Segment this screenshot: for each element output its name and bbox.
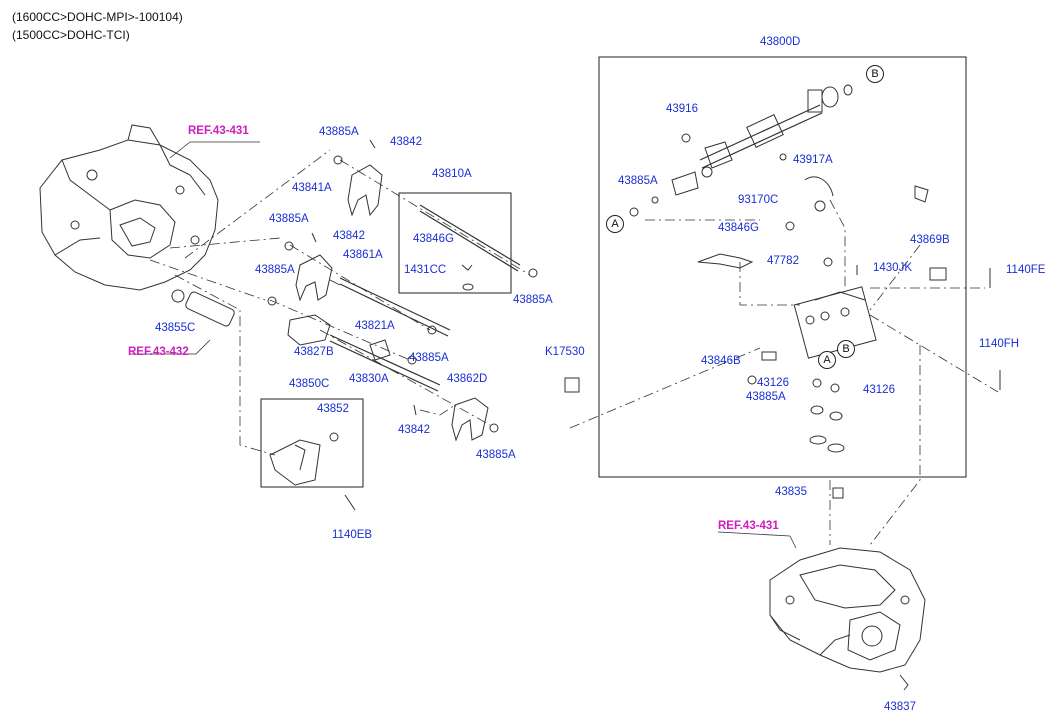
part-label-43126-b[interactable]: 43126 (863, 384, 895, 396)
part-label-43885A-1[interactable]: 43885A (319, 126, 359, 138)
assembly-box-43850C (260, 398, 364, 488)
part-label-93170C[interactable]: 93170C (738, 194, 779, 206)
header-line-1: (1600CC>DOHC-MPI>-100104) (12, 10, 183, 24)
shift-rail-43830A (329, 334, 441, 386)
shift-fork-43862D (451, 397, 489, 442)
part-label-43837[interactable]: 43837 (884, 701, 916, 713)
part-label-43885A[interactable]: 43885A (618, 175, 658, 187)
plug-43835 (832, 487, 844, 499)
shift-rail-43810A (419, 204, 521, 266)
select-lever-43916 (746, 114, 784, 148)
part-label-1140EB[interactable]: 1140EB (332, 529, 373, 541)
part-label-43842-2[interactable]: 43842 (333, 230, 365, 242)
shift-fork-43861A (295, 254, 333, 302)
shift-rail-43821A (339, 277, 451, 331)
callout-b-body: B (837, 340, 855, 358)
part-label-43850C[interactable]: 43850C (289, 378, 330, 390)
part-label-43862D[interactable]: 43862D (447, 373, 488, 385)
transmission-housing-right (769, 547, 926, 673)
part-label-47782[interactable]: 47782 (767, 255, 799, 267)
assembly-box-43810A (398, 192, 512, 294)
part-label-43800D[interactable]: 43800D (760, 36, 801, 48)
shift-fork-43841A (347, 164, 383, 217)
part-label-43885A-3[interactable]: 43885A (269, 213, 309, 225)
assembly-box-43800D (598, 56, 967, 478)
callout-a-body: A (818, 351, 836, 369)
part-label-43846B[interactable]: 43846B (701, 355, 741, 367)
part-label-43830A[interactable]: 43830A (349, 373, 389, 385)
ref-link-bottom[interactable]: REF.43-431 (718, 520, 779, 532)
part-label-43835[interactable]: 43835 (775, 486, 807, 498)
part-label-1430JK[interactable]: 1430JK (873, 262, 913, 274)
part-label-1431CC[interactable]: 1431CC (404, 264, 447, 276)
part-label-43885A-4[interactable]: 43885A (255, 264, 295, 276)
interlock-plate-43850C (269, 439, 321, 486)
header-line-2: (1500CC>DOHC-TCI) (12, 28, 130, 42)
guide-43855C (185, 291, 235, 327)
part-label-43885A-low[interactable]: 43885A (746, 391, 786, 403)
ref-link-mid[interactable]: REF.43-432 (128, 346, 189, 358)
part-label-43126-a[interactable]: 43126 (757, 377, 789, 389)
transmission-housing-left (39, 124, 219, 291)
part-label-1140FE[interactable]: 1140FE (1006, 264, 1046, 276)
part-label-43885A-2[interactable]: 43885A (513, 294, 553, 306)
part-label-43852[interactable]: 43852 (317, 403, 349, 415)
part-label-43810A[interactable]: 43810A (432, 168, 472, 180)
bracket-47782 (697, 253, 754, 269)
part-label-43869B[interactable]: 43869B (910, 234, 950, 246)
spring (671, 171, 699, 196)
part-label-43885A-5[interactable]: 43885A (409, 352, 449, 364)
part-label-43917A[interactable]: 43917A (793, 154, 833, 166)
part-label-43827B[interactable]: 43827B (294, 346, 334, 358)
part-label-K17530[interactable]: K17530 (545, 346, 585, 358)
part-label-1140FH[interactable]: 1140FH (979, 338, 1020, 350)
part-label-43861A[interactable]: 43861A (343, 249, 383, 261)
control-shaft (699, 104, 821, 161)
part-label-43846G[interactable]: 43846G (718, 222, 759, 234)
callout-a-left: A (606, 215, 624, 233)
shift-lug-43827B (287, 314, 331, 346)
part-label-43842-3[interactable]: 43842 (398, 424, 430, 436)
part-label-43821A[interactable]: 43821A (355, 320, 395, 332)
ref-link-top[interactable]: REF.43-431 (188, 125, 249, 137)
part-label-43846G-left[interactable]: 43846G (413, 233, 454, 245)
part-label-43841A[interactable]: 43841A (292, 182, 332, 194)
sensor-43869B-bracket (914, 185, 929, 203)
part-label-43885A-6[interactable]: 43885A (476, 449, 516, 461)
part-label-43855C[interactable]: 43855C (155, 322, 196, 334)
callout-b-top: B (866, 65, 884, 83)
part-label-43842-1[interactable]: 43842 (390, 136, 422, 148)
switch-K17530 (564, 377, 580, 393)
part-label-43916[interactable]: 43916 (666, 103, 698, 115)
